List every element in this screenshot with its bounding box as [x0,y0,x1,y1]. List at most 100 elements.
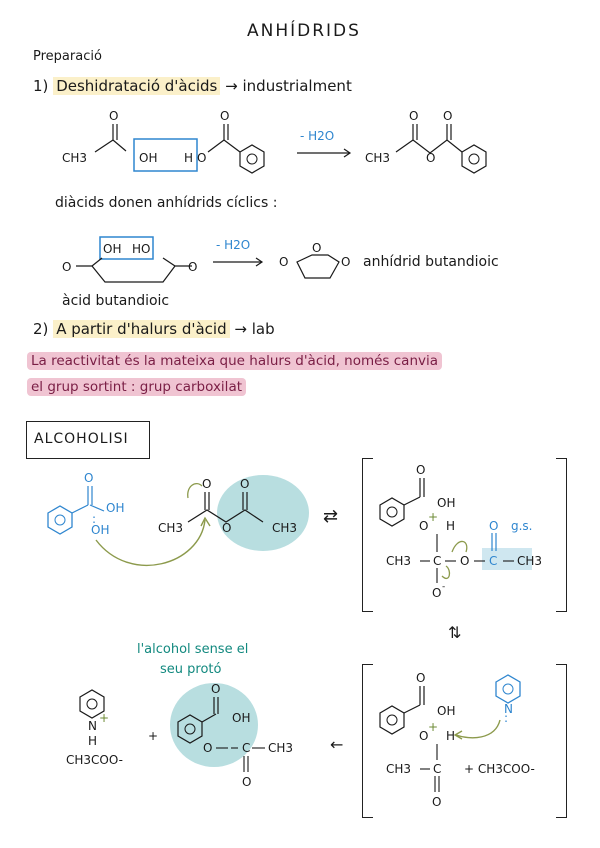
anh-ch3-right: CH3 [272,521,297,535]
bracket-2-left [362,664,373,818]
r1-ch3-product: CH3 [365,151,390,165]
r1-benzene-right [461,144,487,174]
r2-oh: OH [103,242,121,256]
int1-ring [379,497,405,527]
pyridinium-plus: + [99,711,109,725]
page-title: ANHÍDRIDS [247,21,361,41]
anh-o-top-left: O [202,477,211,491]
anh-ch3-left: CH3 [158,521,183,535]
int1-h: H [446,519,455,533]
product-plus: + [148,729,158,743]
int2-ch3: CH3 [386,762,411,776]
alcohol-note-line1: l'alcohol sense el [137,642,249,657]
anh-o-top-right: O [240,477,249,491]
int2-oh: OH [437,704,455,718]
aspirin-ring [177,714,203,744]
bracket-1-right [556,458,567,612]
step1-rest: industrialment [242,77,352,95]
r2-water-box [99,236,154,260]
r1-o-top-left: O [109,109,118,123]
r2-o-right: O [188,260,197,274]
aspirin-oh: OH [232,711,250,725]
note-line-2: el grup sortint : grup carboxilat [27,378,247,396]
int2-o-bottom: O [432,795,441,809]
gs-highlight [482,548,532,570]
step2-arrow: → [234,320,247,338]
int1-minus: - [442,582,445,592]
r1-o-bridge: O [426,151,435,165]
r1-ch3-left: CH3 [62,151,87,165]
int2-ring [379,705,405,735]
r2-product-name: anhídrid butandioic [363,254,499,270]
alcohol-note-line2: seu protó [160,662,222,677]
r1-h: H [184,151,193,165]
int2-plus: + [428,720,438,734]
int1-c: C [433,554,441,568]
alcoholisi-box [26,421,150,459]
attack-arrow [95,519,206,566]
int1-o-top: O [416,463,425,477]
acetate-ion: CH3COO- [66,753,123,767]
r1-o-benzoic: O [197,151,206,165]
pyridine-blue-lone-pair: : [504,711,508,725]
aspirin-o: O [203,741,212,755]
aspirin-o-bottom: O [242,775,251,789]
sal-o-top: O [84,471,93,485]
int1-o-bridge: O [460,554,469,568]
step2-rest: lab [251,320,275,338]
r1-o-top-1: O [409,109,418,123]
int1-o-plus: O [419,519,428,533]
r1-minus-h2o: - H2O [300,129,334,143]
vertical-equilibrium: ⇅ [448,623,461,642]
pyridine-blue-n: N [504,702,513,716]
aspirin-o-top: O [211,682,220,696]
product-blob [170,683,258,767]
bracket-1-left [362,458,373,612]
pyridinium-n: N [88,719,97,733]
r1-o-top-2: O [443,109,452,123]
int1-ch3: CH3 [386,554,411,568]
int1-oh: OH [437,496,455,510]
alcoholisi-label: ALCOHOLISI [34,431,129,447]
bracket-2-right [556,664,567,818]
gs-label: g.s. [511,519,533,533]
sal-oh-phenol: OH [91,523,109,537]
int2-plus-acetate: + CH3COO- [464,762,535,776]
step1-line: 1) Deshidratació d'àcids → industrialmen… [33,77,352,95]
r2-ho: HO [132,242,150,256]
pyridine-blue-ring [495,674,521,704]
step1-label: Deshidratació d'àcids [53,77,221,95]
equilibrium-arrow: ⇄ [323,506,338,527]
r2-ring [296,254,340,279]
int1-o-acyl: O [489,519,498,533]
diacids-note: diàcids donen anhídrids cíclics : [55,195,278,211]
pi-arrow [187,483,203,499]
r1-o-top-benzoic: O [220,109,229,123]
int2-c: C [433,762,441,776]
int1-arrow-1 [451,540,468,553]
r2-o-ring: O [312,241,321,255]
int1-arrow-2 [441,565,451,580]
left-arrow: ← [330,735,343,754]
r2-reactant-name: àcid butandioic [62,293,170,309]
step2-line: 2) A partir d'halurs d'àcid → lab [33,320,275,338]
salicylic-ring [47,505,73,535]
step2-label: A partir d'halurs d'àcid [53,320,230,338]
r2-minus-h2o: - H2O [216,238,250,252]
step2-num: 2) [33,320,49,338]
step1-arrow: → [225,77,238,95]
pyridinium-h: H [88,734,97,748]
sal-lone-pair: : [92,512,96,526]
r1-oh: OH [139,151,157,165]
anh-o-bridge: O [222,521,231,535]
int1-ch3-right: CH3 [517,554,542,568]
pyridinium-ring [79,689,105,719]
r1-benzene-left [239,144,265,174]
sal-oh-acid: OH [106,501,124,515]
int2-o-plus: O [419,729,428,743]
r2-o-prod-left: O [279,255,288,269]
aspirin-ch3: CH3 [268,741,293,755]
